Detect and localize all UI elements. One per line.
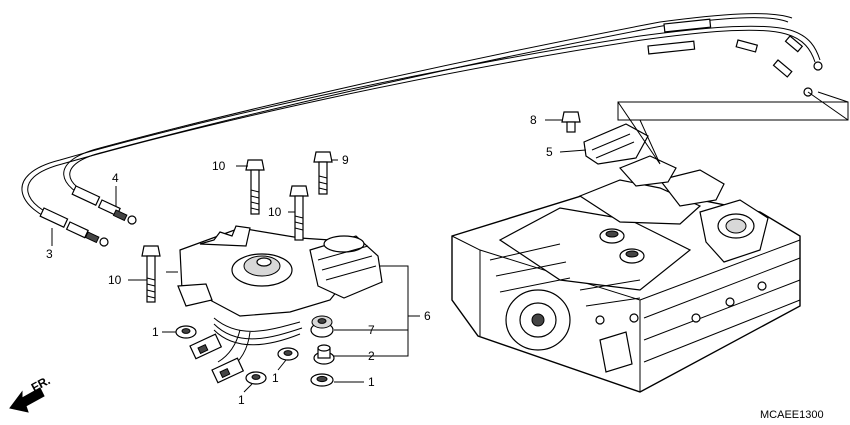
- callout-1c: 1: [238, 393, 245, 407]
- bolt-10b: [289, 185, 309, 241]
- washer-1a: [175, 325, 197, 339]
- cable-end-4: [71, 185, 137, 225]
- washer-1c: [245, 371, 267, 385]
- callout-1a: 1: [152, 325, 159, 339]
- reference-frame: [617, 91, 849, 165]
- leader-lines: [51, 119, 587, 393]
- callout-10a: 10: [212, 159, 226, 173]
- collar-2: [313, 344, 335, 365]
- callout-6: 6: [424, 309, 431, 323]
- bolt-9: [313, 151, 333, 195]
- bolt-8: [561, 111, 581, 133]
- grommet-7: [310, 315, 334, 338]
- front-arrow-icon: [9, 387, 45, 413]
- front-direction-indicator: FR.: [9, 373, 53, 413]
- callout-3: 3: [46, 247, 53, 261]
- callout-10b: 10: [268, 205, 282, 219]
- callout-9: 9: [342, 153, 349, 167]
- connector-b: [211, 357, 245, 384]
- callout-1b: 1: [272, 371, 279, 385]
- front-direction-label: FR.: [29, 373, 53, 394]
- throttle-cables: [21, 13, 823, 247]
- callout-7: 7: [368, 323, 375, 337]
- connector-a: [189, 333, 223, 360]
- callout-labels: 10 9 10 10 4 3 8 5 6 7 2 1 1 1 1: [46, 113, 553, 407]
- bolt-10a: [245, 159, 265, 215]
- engine-assembly: [451, 155, 801, 393]
- throttle-actuator-assembly: [177, 225, 383, 384]
- callout-1d: 1: [368, 375, 375, 389]
- washer-1d: [310, 373, 334, 387]
- bolt-10c: [141, 245, 161, 303]
- washer-1b: [277, 347, 299, 361]
- callout-8: 8: [530, 113, 537, 127]
- callout-5: 5: [546, 145, 553, 159]
- callout-10c: 10: [108, 273, 122, 287]
- callout-4: 4: [112, 171, 119, 185]
- callout-2: 2: [368, 349, 375, 363]
- cable-end-3: [39, 207, 109, 247]
- bracket-5: [583, 123, 649, 165]
- diagram-code: MCAEE1300: [760, 409, 824, 421]
